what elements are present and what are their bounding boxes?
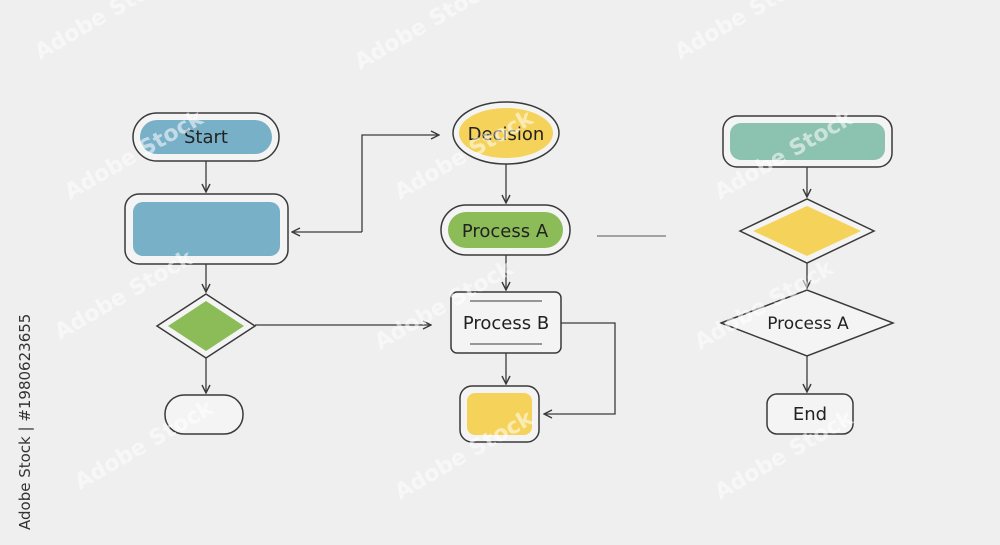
decision-diamond-yellow[interactable] xyxy=(738,198,876,264)
stock-id-text: Adobe Stock | #1980623655 xyxy=(16,314,34,530)
start-label: Start xyxy=(184,127,228,148)
process-a-diamond[interactable]: Process A xyxy=(718,289,896,357)
process-b-node[interactable]: Process B xyxy=(450,291,562,354)
watermark-text: Adobe Stock xyxy=(31,0,179,65)
watermark-text: Adobe Stock xyxy=(351,0,499,75)
watermark-text: Adobe Stock xyxy=(671,0,819,65)
connector-process-b-loop xyxy=(545,322,616,414)
process-box-yellow[interactable] xyxy=(459,385,540,443)
decision-node[interactable]: Decision xyxy=(452,101,560,165)
decision-label: Decision xyxy=(468,124,545,145)
end-node[interactable]: End xyxy=(766,393,854,435)
process-box-blue[interactable] xyxy=(124,193,289,265)
teal-process-node[interactable] xyxy=(722,115,893,168)
decision-diamond-green[interactable] xyxy=(155,293,257,359)
process-a-node[interactable]: Process A xyxy=(440,204,571,256)
terminal-node-empty[interactable] xyxy=(164,394,244,435)
process-b-label: Process B xyxy=(463,313,549,334)
end-label: End xyxy=(793,404,827,425)
watermark-text: Adobe Stock xyxy=(71,395,219,495)
process-a-label: Process A xyxy=(462,221,549,242)
process-a-right-label: Process A xyxy=(767,314,849,334)
connector-to-decision xyxy=(361,135,438,232)
start-node[interactable]: Start xyxy=(132,112,280,162)
